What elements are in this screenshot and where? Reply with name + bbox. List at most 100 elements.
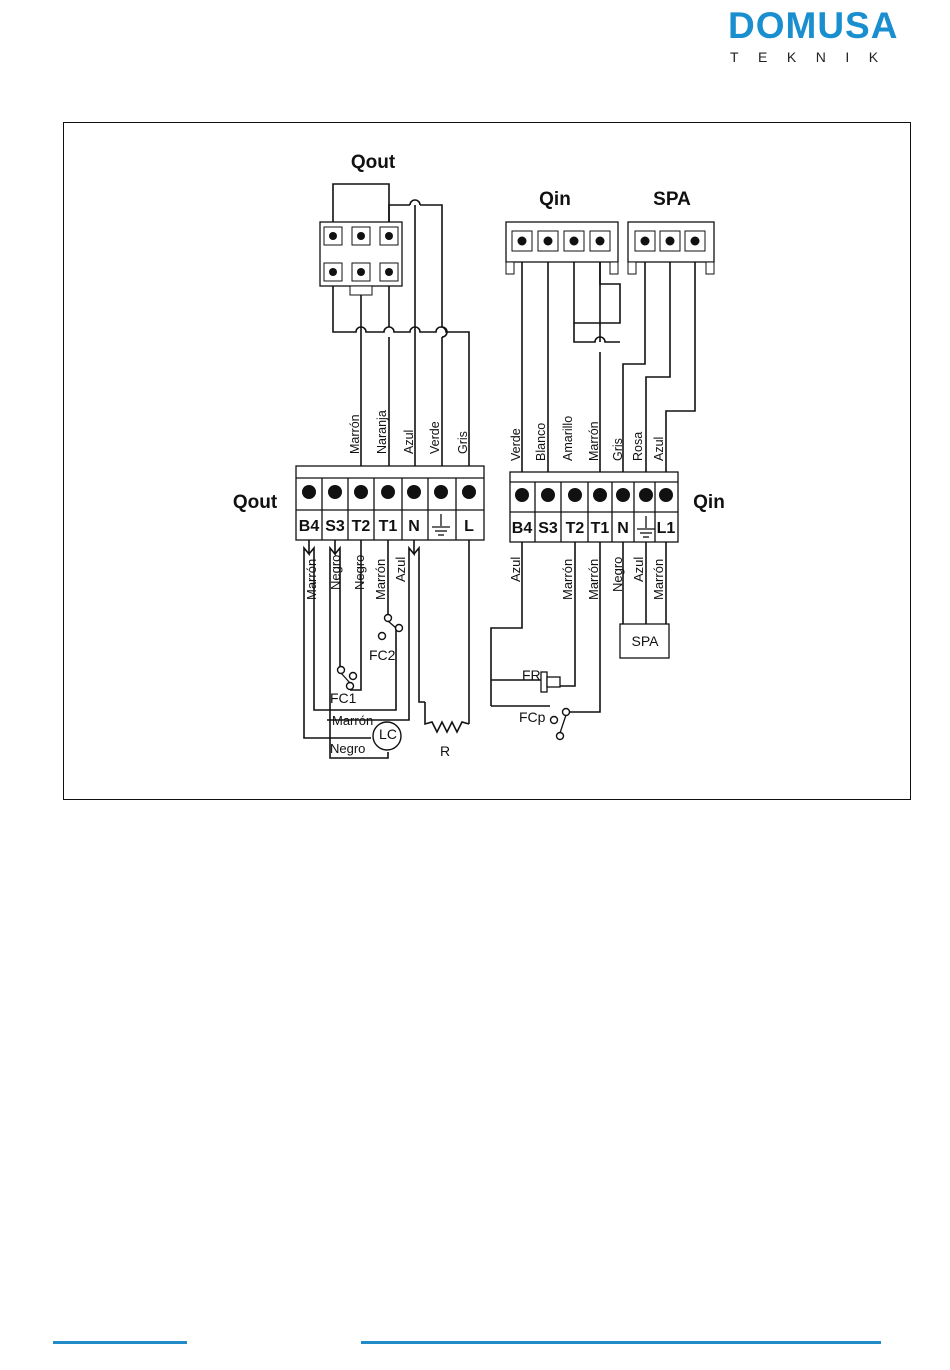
spa-connector-pin-dot bbox=[641, 237, 650, 246]
components bbox=[296, 222, 714, 750]
qin-terminal-screw bbox=[639, 488, 653, 502]
qout-bottom-wire-label: Marrón bbox=[373, 559, 388, 600]
qin-top-wire-label: Azul bbox=[652, 437, 666, 461]
wire bbox=[442, 327, 447, 337]
wire bbox=[414, 548, 425, 702]
qin-bottom-wire-label: Azul bbox=[508, 557, 523, 582]
qin-terminal-label: T1 bbox=[591, 520, 610, 537]
qin-terminal-label: B4 bbox=[512, 520, 533, 537]
qout-terminal-label: T2 bbox=[352, 518, 371, 535]
qin-top-wire-label: Marrón bbox=[587, 421, 601, 461]
qin-terminal-label: T2 bbox=[566, 520, 585, 537]
r-label: R bbox=[440, 743, 450, 759]
qout-bottom-wire-label: Negro bbox=[352, 555, 367, 590]
fcp-switch-contact bbox=[557, 733, 564, 740]
fcp-label: FCp bbox=[519, 709, 546, 725]
fr-sensor-body bbox=[547, 677, 560, 687]
fc1-switch-blade bbox=[341, 673, 350, 683]
qout-terminal-label: S3 bbox=[325, 518, 345, 535]
wire bbox=[410, 200, 420, 205]
lc-wire-negro: Negro bbox=[330, 741, 365, 756]
spa-connector-foot bbox=[628, 262, 636, 274]
qout-terminal-screw bbox=[381, 485, 395, 499]
spa-top-label: SPA bbox=[653, 189, 691, 210]
qout-top-wire-label: Naranja bbox=[375, 410, 389, 454]
qin-terminal-label: S3 bbox=[538, 520, 558, 537]
qin-top-wire-label: Rosa bbox=[631, 432, 645, 461]
footer-rule-right bbox=[361, 1341, 881, 1344]
fc2-switch-contact bbox=[396, 625, 403, 632]
qin-connector-pin-dot bbox=[570, 237, 579, 246]
qin-connector-foot bbox=[610, 262, 618, 274]
fc2-switch-contact bbox=[379, 633, 386, 640]
qout-bottom-wire-label: Azul bbox=[393, 557, 408, 582]
qout-bottom-wire-label: Marrón bbox=[304, 559, 319, 600]
qin-terminal-label: L1 bbox=[657, 520, 676, 537]
qin-terminal-screw bbox=[616, 488, 630, 502]
qout-connector-pin-dot bbox=[385, 268, 393, 276]
qout-bottom-wire-label: Negro bbox=[328, 555, 343, 590]
lc-wire-marron: Marrón bbox=[332, 713, 373, 728]
spa-connector-pin-dot bbox=[691, 237, 700, 246]
qout-connector-pin-dot bbox=[329, 232, 337, 240]
qout-top-label: Qout bbox=[351, 152, 396, 173]
qin-terminal-screw bbox=[568, 488, 582, 502]
fc2-label: FC2 bbox=[369, 647, 396, 663]
qout-terminal-screw bbox=[407, 485, 421, 499]
spa-connector-foot bbox=[706, 262, 714, 274]
qin-top-wire-label: Verde bbox=[509, 428, 523, 461]
qin-connector-pin-dot bbox=[596, 237, 605, 246]
lc-label: LC bbox=[379, 726, 397, 742]
qin-terminal-screw bbox=[515, 488, 529, 502]
fc1-switch-contact bbox=[338, 667, 345, 674]
spa-connector-pin-dot bbox=[666, 237, 675, 246]
qout-connector-pin-dot bbox=[357, 268, 365, 276]
fcp-switch-contact bbox=[563, 709, 570, 716]
qin-top-wire-label: Gris bbox=[611, 438, 625, 461]
qout-top-wire-label: Marrón bbox=[348, 414, 362, 454]
qin-bottom-wire-label: Negro bbox=[610, 557, 625, 592]
qout-terminal-screw bbox=[462, 485, 476, 499]
qout-connector-pin-dot bbox=[357, 232, 365, 240]
qin-top-wire-label: Amarillo bbox=[561, 416, 575, 461]
qin-bottom-wire-label: Marrón bbox=[586, 559, 601, 600]
fc2-switch-blade bbox=[388, 621, 396, 628]
qin-side-label: Qin bbox=[693, 492, 725, 513]
qout-connector-latch bbox=[350, 286, 372, 295]
wire bbox=[425, 702, 469, 732]
spa-box-label: SPA bbox=[632, 633, 660, 649]
qin-connector-pin-dot bbox=[518, 237, 527, 246]
qout-terminal-label: B4 bbox=[299, 518, 320, 535]
qout-connector-pin-dot bbox=[385, 232, 393, 240]
fr-sensor bbox=[541, 672, 547, 692]
qin-connector-pin-dot bbox=[544, 237, 553, 246]
qin-bottom-wire-label: Marrón bbox=[651, 559, 666, 600]
qout-side-label: Qout bbox=[233, 492, 278, 513]
footer-rule-left bbox=[53, 1341, 187, 1344]
qout-top-wire-label: Verde bbox=[428, 421, 442, 454]
qin-top-wire-label: Blanco bbox=[534, 423, 548, 461]
wire bbox=[574, 323, 620, 342]
qin-connector-foot bbox=[506, 262, 514, 274]
fr-label: FR bbox=[522, 667, 541, 683]
fc2-switch-contact bbox=[385, 615, 392, 622]
qin-terminal-label: N bbox=[617, 520, 629, 537]
qin-terminal-screw bbox=[659, 488, 673, 502]
qout-terminal-label: N bbox=[408, 518, 420, 535]
qout-top-wire-label: Gris bbox=[456, 431, 470, 454]
qin-terminal-screw bbox=[541, 488, 555, 502]
fc1-label: FC1 bbox=[330, 690, 357, 706]
fc1-switch-contact bbox=[347, 683, 354, 690]
qout-top-wire-label: Azul bbox=[402, 430, 416, 454]
qout-terminal-label: T1 bbox=[379, 518, 398, 535]
qin-top-label: Qin bbox=[539, 189, 571, 210]
qout-connector-pin-dot bbox=[329, 268, 337, 276]
qin-bottom-wire-label: Marrón bbox=[560, 559, 575, 600]
fcp-switch-contact bbox=[551, 717, 558, 724]
fc1-switch-contact bbox=[350, 673, 357, 680]
qin-bottom-wire-label: Azul bbox=[631, 557, 646, 582]
qout-terminal-label: L bbox=[464, 518, 474, 535]
qin-terminal-screw bbox=[593, 488, 607, 502]
qout-terminal-screw bbox=[354, 485, 368, 499]
